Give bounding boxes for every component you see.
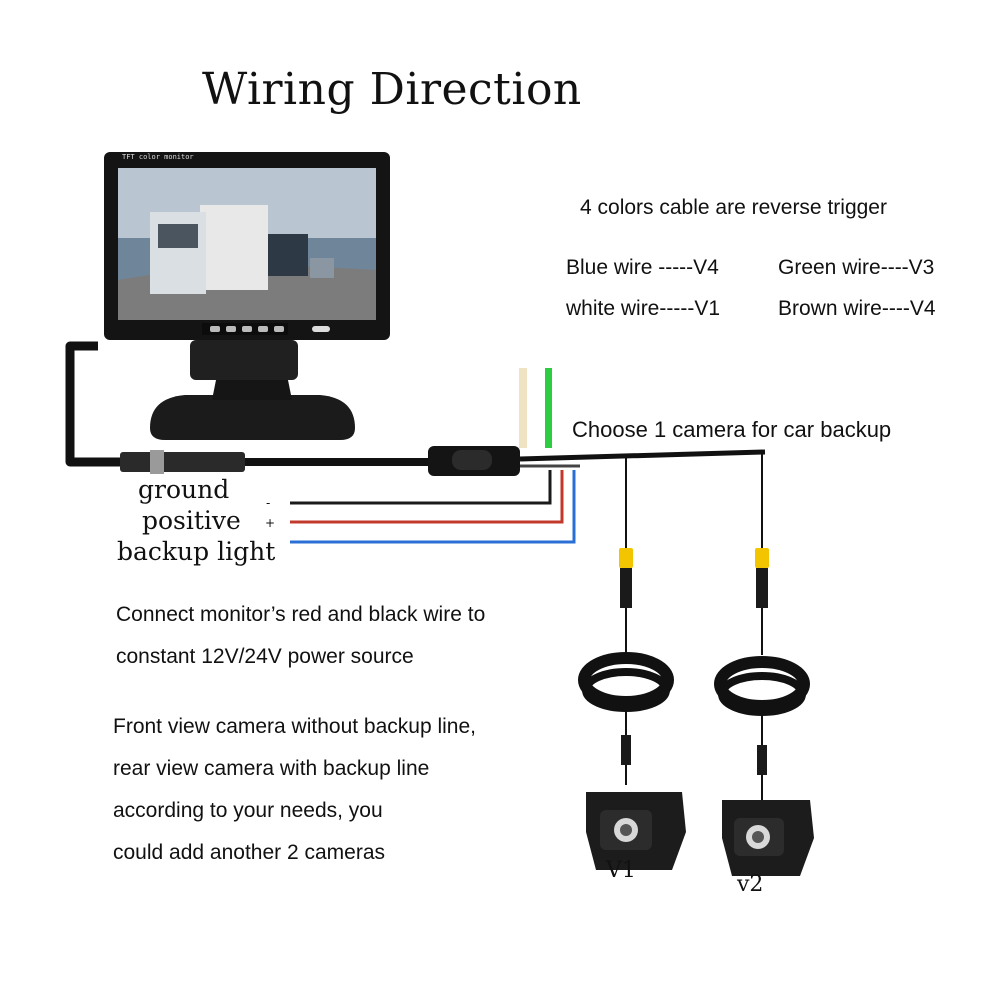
camera-choice-note: Choose 1 camera for car backup <box>572 417 892 442</box>
cable-coil-2 <box>714 656 810 712</box>
monitor-mount <box>190 340 298 380</box>
wire-map-blue: Blue wire -----V4 <box>566 256 719 279</box>
camera-1-assembly <box>578 456 686 870</box>
power-note-line: constant 12V/24V power source <box>116 645 414 668</box>
wire-map-brown: Brown wire----V4 <box>778 297 936 320</box>
view-note-line: according to your needs, you <box>113 799 383 822</box>
backup-light-label: backup light <box>117 537 276 566</box>
green-trigger-wire <box>545 368 552 448</box>
view-note-line: Front view camera without backup line, <box>113 715 476 738</box>
camera-view-note: Front view camera without backup line, r… <box>113 706 476 874</box>
view-note-line: rear view camera with backup line <box>113 757 430 780</box>
ground-sign: - <box>266 496 270 510</box>
cream-trigger-wire <box>519 368 527 448</box>
truck-trailer <box>200 205 268 290</box>
backup-wire <box>290 470 576 544</box>
view-note-line: could add another 2 cameras <box>113 841 386 864</box>
ground-label: ground <box>138 475 230 504</box>
positive-wire <box>290 470 564 524</box>
positive-label: positive <box>142 506 241 535</box>
monitor-brand-text: TFT color monitor <box>122 153 194 161</box>
power-note: Connect monitor’s red and black wire to … <box>116 594 485 678</box>
av-connector <box>120 452 245 472</box>
monitor <box>104 152 390 440</box>
camera-2-label: v2 <box>737 872 764 897</box>
power-note-line: Connect monitor’s red and black wire to <box>116 603 486 626</box>
rca-plug-2 <box>755 548 769 568</box>
ground-wire <box>290 470 552 505</box>
camera-trunk-cable <box>519 449 766 462</box>
camera-2-assembly <box>714 452 814 876</box>
monitor-cable <box>65 341 122 467</box>
trigger-heading: 4 colors cable are reverse trigger <box>580 196 887 219</box>
rca-plug-1 <box>619 548 633 568</box>
positive-sign: + <box>265 516 275 530</box>
camera-1-label: V1 <box>606 858 636 883</box>
wire-map-green: Green wire----V3 <box>778 256 935 279</box>
diagram-title: Wiring Direction <box>202 64 582 115</box>
cable-coil-1 <box>578 652 674 708</box>
monitor-stand-base <box>150 395 355 440</box>
wire-map-white: white wire-----V1 <box>566 297 721 320</box>
